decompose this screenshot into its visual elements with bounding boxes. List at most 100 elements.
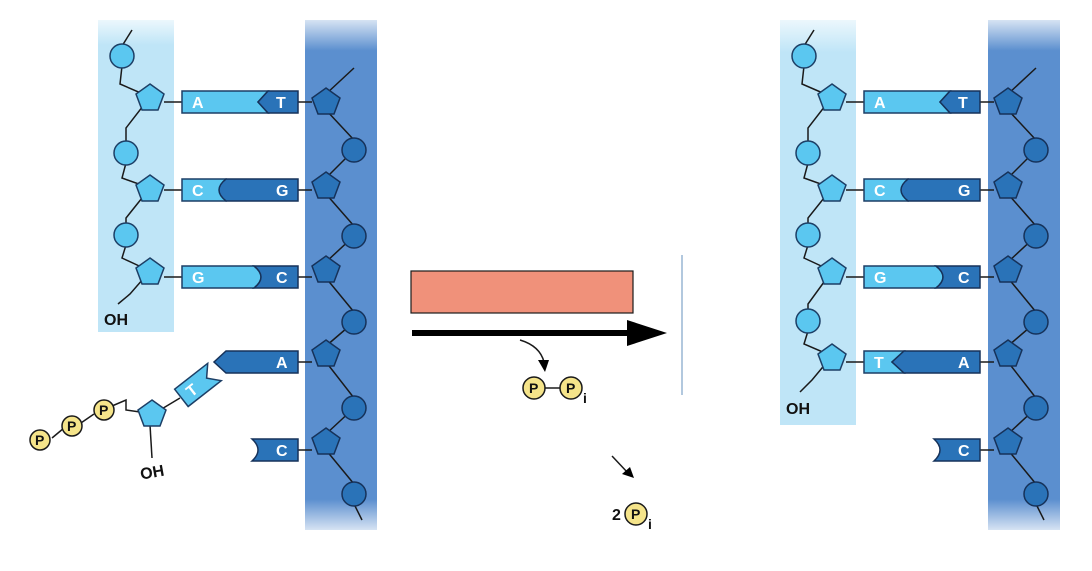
- svg-text:C: C: [958, 443, 970, 460]
- svg-text:G: G: [276, 183, 288, 200]
- template-backbone: [993, 67, 1049, 521]
- primer-strand-band: [98, 20, 174, 332]
- base-block: [250, 438, 299, 462]
- incoming-nucleotide: P P P T OH: [29, 361, 224, 484]
- svg-text:i: i: [583, 390, 587, 406]
- base-block: [890, 350, 981, 374]
- svg-text:P: P: [631, 506, 640, 522]
- svg-text:C: C: [958, 270, 970, 287]
- phosphate-circle: [795, 222, 821, 248]
- phosphate-p-icon: [559, 376, 583, 400]
- base-pair: A T: [164, 90, 312, 114]
- svg-text:T: T: [276, 95, 286, 112]
- sugar-pentagon: [135, 83, 165, 111]
- primer-3prime-oh: OH: [786, 401, 810, 418]
- left-panel: OH: [29, 20, 377, 530]
- svg-text:G: G: [874, 270, 886, 287]
- phosphate-circle: [113, 222, 139, 248]
- phosphate-circle: [113, 140, 139, 166]
- phosphate-p-icon: [29, 429, 51, 451]
- base-block: [900, 178, 981, 202]
- sugar-pentagon: [817, 343, 847, 371]
- sugar-pentagon: [993, 255, 1023, 283]
- svg-text:P: P: [566, 380, 575, 396]
- template-backbone: [311, 67, 367, 521]
- base-pair: T A: [846, 350, 994, 374]
- base-pair: G C: [846, 265, 994, 289]
- svg-text:A: A: [192, 95, 204, 112]
- sugar-pentagon: [817, 257, 847, 285]
- svg-text:P: P: [35, 432, 44, 448]
- base-block: [256, 90, 299, 114]
- base-pair: G C: [164, 265, 312, 289]
- phosphate-circle: [341, 395, 367, 421]
- base-pair: A T: [846, 90, 994, 114]
- svg-text:C: C: [192, 183, 204, 200]
- base-pair: C G: [846, 178, 994, 202]
- phosphate-circle: [1023, 481, 1049, 507]
- base-pair: C G: [164, 178, 312, 202]
- enzyme-box: [410, 270, 634, 314]
- svg-text:P: P: [529, 380, 538, 396]
- right-panel: OH: [780, 20, 1060, 530]
- hydrolysis-coefficient: 2: [612, 507, 621, 524]
- phosphate-circle: [109, 43, 135, 69]
- primer-strand-band: [780, 20, 856, 425]
- phosphate-circle: [341, 137, 367, 163]
- base-block: [933, 265, 981, 289]
- svg-text:P: P: [67, 418, 76, 434]
- pyrophosphate-release-arrow: [519, 339, 545, 363]
- sugar-pentagon: [311, 255, 341, 283]
- phosphate-p-icon: [93, 399, 115, 421]
- svg-text:i: i: [648, 516, 652, 532]
- svg-text:P: P: [99, 402, 108, 418]
- nucleotide-3prime-oh: OH: [139, 463, 166, 484]
- reaction-middle: P P i 2 P i: [410, 255, 683, 532]
- phosphate-circle: [1023, 309, 1049, 335]
- base-block: [932, 438, 981, 462]
- svg-text:A: A: [276, 355, 288, 372]
- sugar-pentagon: [993, 427, 1023, 455]
- base-block: [251, 265, 299, 289]
- svg-text:T: T: [958, 95, 968, 112]
- hydrolysis-arrow: [611, 455, 629, 474]
- svg-text:G: G: [192, 270, 204, 287]
- primer-3prime-oh: OH: [104, 312, 128, 329]
- phosphate-circle: [1023, 395, 1049, 421]
- template-base-c: C: [250, 438, 312, 462]
- sugar-pentagon: [993, 171, 1023, 199]
- sugar-pentagon: [137, 399, 167, 427]
- phosphate-circle: [341, 223, 367, 249]
- sugar-pentagon: [135, 174, 165, 202]
- svg-text:G: G: [958, 183, 970, 200]
- sugar-pentagon: [311, 339, 341, 367]
- phosphate-circle: [795, 308, 821, 334]
- phosphate-circle: [341, 481, 367, 507]
- primer-backbone: OH: [104, 29, 165, 329]
- sugar-pentagon: [993, 339, 1023, 367]
- sugar-pentagon: [311, 171, 341, 199]
- sugar-pentagon: [311, 87, 341, 115]
- svg-text:C: C: [276, 270, 288, 287]
- phosphate-p-icon: [61, 415, 83, 437]
- template-base-a: A: [212, 350, 312, 374]
- svg-text:T: T: [874, 355, 884, 372]
- sugar-pentagon: [993, 87, 1023, 115]
- phosphate-circle: [1023, 137, 1049, 163]
- sugar-pentagon: [311, 427, 341, 455]
- template-base-c: C: [932, 438, 994, 462]
- base-block: [938, 90, 981, 114]
- base-block: [218, 178, 299, 202]
- phosphate-p-icon: [624, 502, 648, 526]
- phosphate-circle: [341, 309, 367, 335]
- svg-text:C: C: [874, 183, 886, 200]
- phosphate-p-icon: [522, 376, 546, 400]
- svg-text:C: C: [276, 443, 288, 460]
- phosphate-circle: [795, 140, 821, 166]
- primer-backbone: OH: [786, 29, 847, 418]
- sugar-pentagon: [135, 257, 165, 285]
- base-block-t: [173, 361, 224, 408]
- phosphate-circle: [1023, 223, 1049, 249]
- sugar-pentagon: [817, 83, 847, 111]
